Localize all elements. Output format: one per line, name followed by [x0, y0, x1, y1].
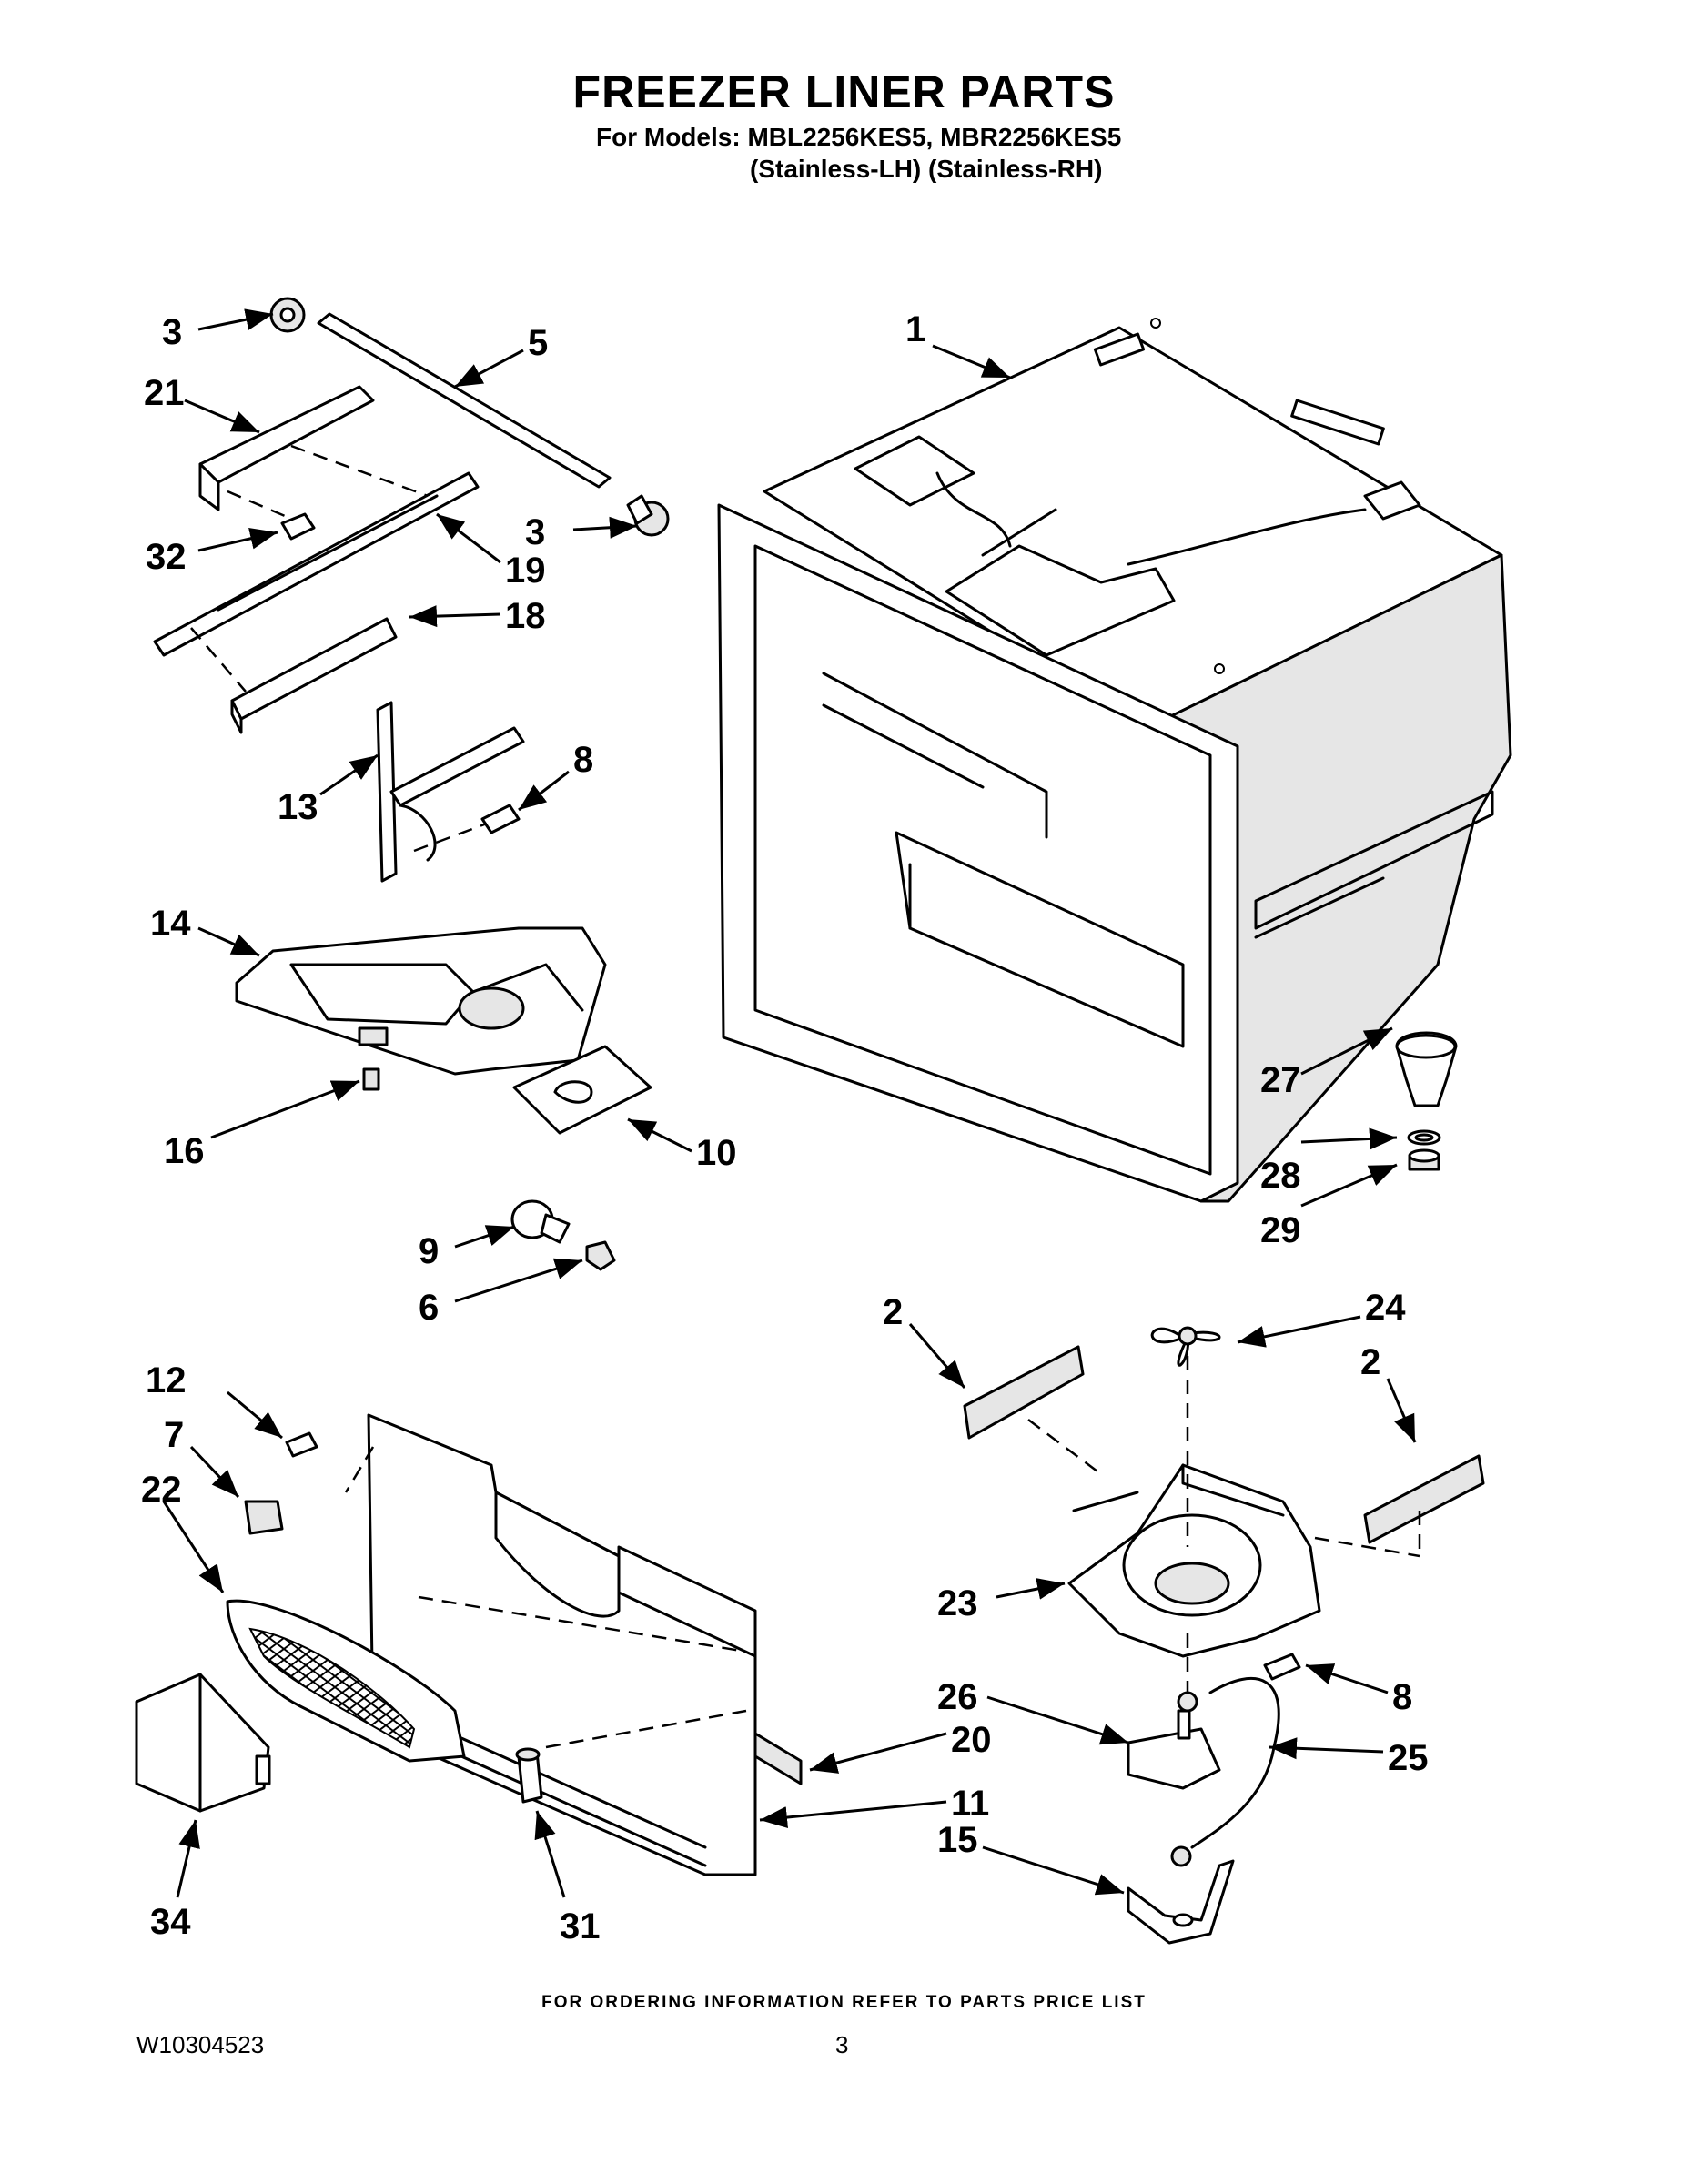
callout-10: 10 [696, 1133, 737, 1173]
callout-22: 22 [141, 1470, 182, 1510]
control-housing-drawing [235, 926, 652, 1135]
callout-labels: 1 2 2 3 3 5 6 7 8 8 9 10 11 12 13 14 15 … [141, 309, 1429, 1946]
callout-34: 34 [150, 1902, 191, 1942]
callout-21: 21 [144, 373, 185, 413]
freezer-liner-drawing [717, 318, 1512, 1203]
callout-23: 23 [937, 1583, 978, 1623]
callout-3-lower: 3 [525, 512, 545, 552]
callout-2-left: 2 [883, 1292, 903, 1332]
callout-13: 13 [278, 787, 318, 827]
damper-parts-drawing [1395, 1031, 1458, 1171]
callout-28: 28 [1260, 1156, 1301, 1196]
callout-19: 19 [505, 551, 546, 591]
callout-24: 24 [1365, 1288, 1406, 1328]
callout-32: 32 [146, 537, 187, 577]
callout-26: 26 [937, 1677, 978, 1717]
callout-6: 6 [419, 1288, 439, 1328]
callout-18: 18 [505, 596, 546, 636]
document-number: W10304523 [136, 2031, 265, 2058]
lamp-and-socket-drawing [510, 1199, 616, 1271]
callout-1: 1 [905, 309, 925, 349]
models-line: For Models: MBL2256KES5, MBR2256KES5 [596, 123, 1122, 151]
callout-27: 27 [1260, 1060, 1301, 1100]
callout-15: 15 [937, 1820, 978, 1860]
page-number: 3 [835, 2031, 849, 2058]
callout-12: 12 [146, 1360, 187, 1400]
callout-16: 16 [164, 1131, 205, 1171]
callout-2-right: 2 [1360, 1342, 1380, 1382]
rear-panel-and-grille-drawing [135, 1413, 803, 1876]
ordering-note: FOR ORDERING INFORMATION REFER TO PARTS … [541, 1993, 1147, 2012]
callout-8-upper: 8 [573, 740, 593, 780]
callout-leader-lines [162, 308, 1417, 1898]
callout-8-lower: 8 [1392, 1677, 1412, 1717]
callout-14: 14 [150, 904, 191, 944]
callout-25: 25 [1388, 1738, 1429, 1778]
callout-7: 7 [164, 1415, 184, 1455]
callout-11: 11 [951, 1784, 989, 1824]
drawer-slide-assembly-drawing [153, 297, 670, 883]
callout-9: 9 [419, 1231, 439, 1271]
callout-20: 20 [951, 1720, 992, 1760]
callout-31: 31 [560, 1906, 601, 1946]
page-title: FREEZER LINER PARTS [572, 66, 1116, 117]
variants-line: (Stainless-LH) (Stainless-RH) [750, 155, 1103, 183]
evaporator-fan-assembly-drawing [963, 1326, 1485, 1945]
callout-29: 29 [1260, 1210, 1301, 1250]
callout-5: 5 [528, 323, 548, 363]
callout-3-top: 3 [162, 312, 182, 352]
